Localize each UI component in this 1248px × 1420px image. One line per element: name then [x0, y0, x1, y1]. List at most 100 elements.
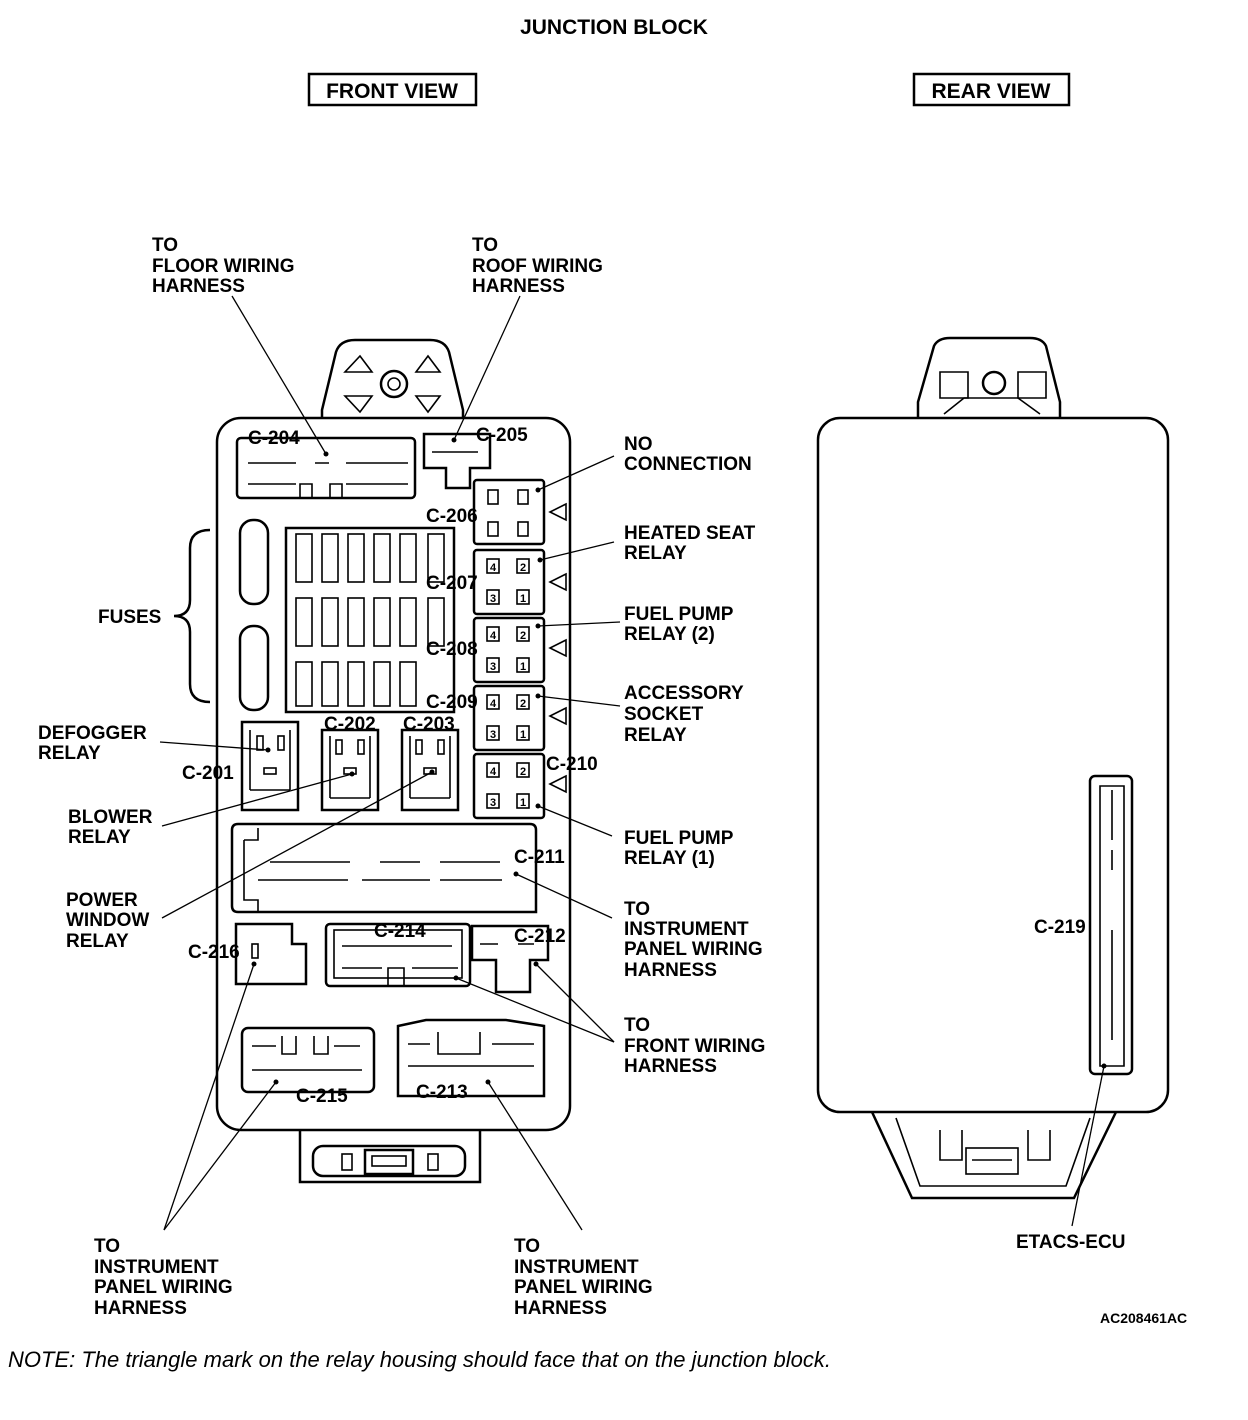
fuses-bracket	[173, 528, 211, 704]
svg-text:HARNESS: HARNESS	[152, 276, 245, 297]
callout-instrument-panel-bottom-mid: TO INSTRUMENT PANEL WIRING HARNESS	[514, 1236, 653, 1319]
label-c219: C-219	[1034, 917, 1086, 938]
connector-c211	[230, 822, 538, 914]
pin-2: 2	[520, 698, 526, 710]
label-c211: C-211	[514, 847, 565, 868]
svg-text:POWER: POWER	[66, 890, 138, 911]
callout-front-wiring-harness: TO FRONT WIRING HARNESS	[624, 1015, 765, 1077]
pin-3: 3	[490, 661, 496, 673]
callout-instrument-panel-right: TO INSTRUMENT PANEL WIRING HARNESS	[624, 899, 763, 981]
pin-3: 3	[490, 797, 496, 809]
pin-1: 1	[520, 593, 526, 605]
label-c214: C-214	[374, 921, 426, 942]
svg-text:ROOF WIRING: ROOF WIRING	[472, 256, 603, 277]
svg-text:RELAY: RELAY	[38, 743, 101, 764]
label-c203: C-203	[403, 714, 455, 735]
pin-3: 3	[490, 729, 496, 741]
label-c204: C-204	[248, 428, 300, 449]
svg-text:HARNESS: HARNESS	[624, 1056, 717, 1077]
connector-c204	[235, 436, 417, 500]
svg-text:PANEL WIRING: PANEL WIRING	[624, 939, 763, 960]
svg-text:TO: TO	[152, 235, 178, 256]
connector-c205	[422, 432, 492, 490]
svg-text:INSTRUMENT: INSTRUMENT	[624, 919, 749, 940]
svg-text:DEFOGGER: DEFOGGER	[38, 723, 147, 744]
callout-blower-relay: BLOWER RELAY	[68, 807, 153, 848]
callout-heated-seat-relay: HEATED SEAT RELAY	[624, 523, 756, 564]
svg-text:HARNESS: HARNESS	[472, 276, 565, 297]
svg-text:ACCESSORY: ACCESSORY	[624, 683, 744, 704]
pin-1: 1	[520, 729, 526, 741]
leader-lines	[159, 295, 1107, 1231]
callout-fuel-pump-relay-2: FUEL PUMP RELAY (2)	[624, 604, 734, 645]
diagram-title: JUNCTION BLOCK	[520, 16, 708, 39]
connector-c219	[1088, 774, 1134, 1076]
svg-text:NO: NO	[624, 434, 653, 455]
svg-text:PANEL WIRING: PANEL WIRING	[514, 1277, 653, 1298]
callout-accessory-socket-relay: ACCESSORY SOCKET RELAY	[624, 683, 744, 746]
front-housing	[215, 338, 572, 1184]
svg-text:HARNESS: HARNESS	[94, 1298, 187, 1319]
svg-text:RELAY: RELAY	[66, 931, 129, 952]
pin-1: 1	[520, 797, 526, 809]
label-c209: C-209	[426, 692, 478, 713]
label-c210: C-210	[546, 754, 598, 775]
svg-text:RELAY: RELAY	[624, 725, 687, 746]
connector-c212	[470, 924, 550, 994]
label-c213: C-213	[416, 1082, 468, 1103]
pin-3: 3	[490, 593, 496, 605]
svg-text:TO: TO	[514, 1236, 540, 1257]
svg-text:RELAY (1): RELAY (1)	[624, 848, 715, 869]
callout-no-connection: NO CONNECTION	[624, 434, 752, 475]
connector-c216	[234, 922, 308, 986]
pin-2: 2	[520, 562, 526, 574]
svg-text:FRONT WIRING: FRONT WIRING	[624, 1036, 765, 1057]
pin-4: 4	[490, 698, 497, 710]
svg-text:HARNESS: HARNESS	[514, 1298, 607, 1319]
callout-instrument-panel-bottom-left: TO INSTRUMENT PANEL WIRING HARNESS	[94, 1236, 233, 1319]
svg-text:RELAY: RELAY	[68, 827, 131, 848]
connector-c213	[396, 1018, 546, 1098]
svg-text:TO: TO	[624, 1015, 650, 1036]
connector-c206	[472, 478, 567, 546]
front-view-heading: FRONT VIEW	[326, 80, 458, 103]
svg-text:HARNESS: HARNESS	[624, 960, 717, 981]
pin-2: 2	[520, 766, 526, 778]
svg-text:TO: TO	[472, 235, 498, 256]
connector-c214	[324, 922, 472, 988]
svg-text:FUEL PUMP: FUEL PUMP	[624, 828, 734, 849]
svg-text:SOCKET: SOCKET	[624, 704, 704, 725]
callout-fuel-pump-relay-1: FUEL PUMP RELAY (1)	[624, 828, 734, 869]
fuses-label: FUSES	[98, 607, 161, 628]
fuse-block	[238, 518, 456, 714]
label-c215: C-215	[296, 1086, 348, 1107]
connector-c208: 4 2 3 1	[472, 616, 567, 684]
callout-power-window-relay: POWER WINDOW RELAY	[66, 890, 149, 952]
svg-text:INSTRUMENT: INSTRUMENT	[514, 1257, 639, 1278]
pin-1: 1	[520, 661, 526, 673]
connector-c207: 4 2 3 1	[472, 548, 567, 616]
pin-2: 2	[520, 630, 526, 642]
label-c201: C-201	[182, 763, 234, 784]
reference-code: AC208461AC	[1100, 1310, 1187, 1326]
svg-text:FLOOR WIRING: FLOOR WIRING	[152, 256, 294, 277]
svg-text:CONNECTION: CONNECTION	[624, 454, 752, 475]
svg-text:FUEL PUMP: FUEL PUMP	[624, 604, 734, 625]
footnote: NOTE: The triangle mark on the relay hou…	[8, 1347, 831, 1372]
rear-view-heading: REAR VIEW	[931, 80, 1050, 103]
rear-housing	[816, 336, 1170, 1200]
pin-4: 4	[490, 630, 497, 642]
label-c202: C-202	[324, 714, 376, 735]
svg-text:RELAY: RELAY	[624, 543, 687, 564]
pin-4: 4	[490, 766, 497, 778]
svg-text:BLOWER: BLOWER	[68, 807, 153, 828]
label-c212: C-212	[514, 926, 566, 947]
connector-c210: 4 2 3 1	[472, 752, 567, 820]
svg-text:TO: TO	[94, 1236, 120, 1257]
front-view-box	[307, 72, 478, 107]
svg-text:WINDOW: WINDOW	[66, 910, 149, 931]
callout-roof-harness: TO ROOF WIRING HARNESS	[472, 235, 603, 297]
svg-text:HEATED SEAT: HEATED SEAT	[624, 523, 756, 544]
callout-floor-harness: TO FLOOR WIRING HARNESS	[152, 235, 294, 297]
